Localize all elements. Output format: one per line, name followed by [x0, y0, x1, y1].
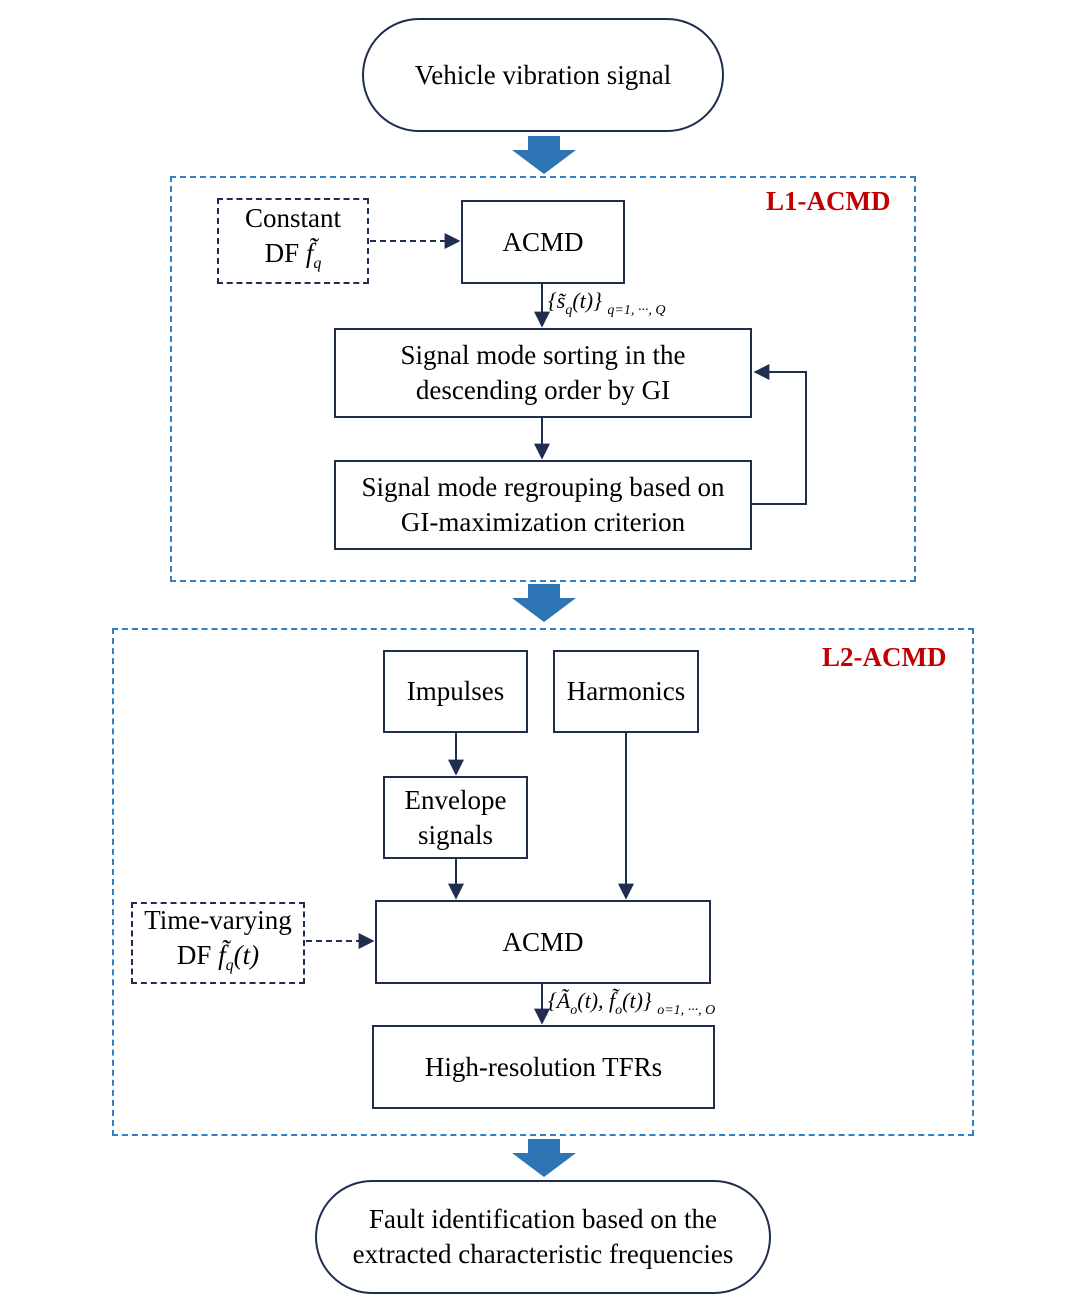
region-l2-label: L2-ACMD: [822, 642, 947, 672]
timevarying-df-arg: (t): [233, 940, 260, 970]
region-l1-acmd: [170, 176, 916, 582]
big-arrow-l2-to-end: [512, 1139, 576, 1177]
start-terminal: Vehicle vibration signal: [362, 18, 724, 132]
region-l2-acmd: [112, 628, 974, 1136]
l2-output-range: o=1, ···, O: [657, 1003, 716, 1018]
acmd-l1-label: ACMD: [502, 226, 584, 257]
l1-output-range: q=1, ···, Q: [607, 303, 666, 318]
envelope-box: Envelope signals: [383, 776, 528, 859]
tfr-label: High-resolution TFRs: [424, 1051, 663, 1082]
constant-df-sub: q: [313, 255, 322, 272]
end-terminal: Fault identification based on the extrac…: [315, 1180, 771, 1294]
regrouping-line1: Signal mode regrouping based on: [361, 472, 725, 502]
acmd-l2-label: ACMD: [502, 926, 584, 957]
constant-df-box: Constant DF f̃q: [217, 198, 369, 284]
big-arrow-start-to-l1: [512, 136, 576, 174]
regrouping-box: Signal mode regrouping based on GI-maxim…: [334, 460, 752, 550]
end-line2: extracted characteristic frequencies: [352, 1239, 734, 1269]
envelope-line2: signals: [417, 819, 493, 850]
constant-df-symbol: f̃: [305, 238, 314, 268]
acmd-box-l2: ACMD: [375, 900, 711, 984]
timevarying-df-line1: Time-varying: [144, 905, 292, 935]
timevarying-df-line2: DF f̃q(t): [176, 940, 260, 974]
timevarying-df-box: Time-varying DF f̃q(t): [131, 902, 305, 984]
constant-df-line2: DF f̃q: [264, 238, 322, 272]
l1-output-label: {s̃q(t)} q=1, ···, Q: [548, 288, 666, 318]
l2-output-label: {Ão(t), f̃o(t)} o=1, ···, O: [548, 988, 716, 1018]
acmd-box-l1: ACMD: [461, 200, 625, 284]
tfr-box: High-resolution TFRs: [372, 1025, 715, 1109]
arrow-regrouping-feedback: [752, 364, 807, 505]
region-l1-label: L1-ACMD: [766, 186, 891, 216]
sorting-line2: descending order by GI: [415, 375, 671, 405]
impulses-box: Impulses: [383, 650, 528, 733]
sorting-box: Signal mode sorting in the descending or…: [334, 328, 752, 418]
impulses-label: Impulses: [406, 676, 505, 706]
timevarying-df-symbol: f̃: [218, 940, 226, 970]
constant-df-line1: Constant: [244, 203, 341, 233]
regrouping-line2: GI-maximization criterion: [400, 507, 686, 537]
end-line1: Fault identification based on the: [369, 1204, 717, 1234]
start-label: Vehicle vibration signal: [414, 59, 672, 90]
sorting-line1: Signal mode sorting in the: [400, 340, 686, 370]
harmonics-label: Harmonics: [566, 676, 686, 706]
timevarying-df-sub: q: [225, 957, 234, 974]
big-arrow-l1-to-l2: [512, 584, 576, 622]
envelope-line1: Envelope: [404, 784, 507, 815]
harmonics-box: Harmonics: [553, 650, 699, 733]
